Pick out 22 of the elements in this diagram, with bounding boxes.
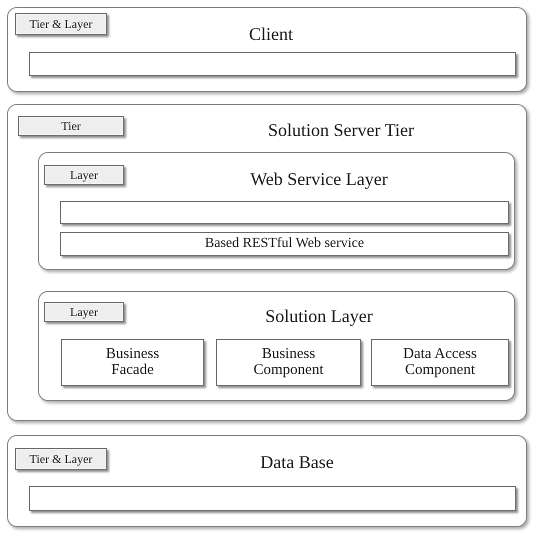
panel-title: Web Service Layer: [250, 169, 388, 190]
panel-title: Solution Server Tier: [268, 120, 414, 141]
panel-title: Data Base: [260, 452, 334, 473]
layer-panel: [38, 152, 515, 270]
tag-label: Tier & Layer: [15, 13, 107, 35]
component-box: Business Facade: [61, 339, 204, 386]
layer-panel: [38, 291, 515, 401]
tag-label: Layer: [44, 165, 124, 185]
bar-box: [29, 486, 516, 511]
panel-title: Client: [249, 24, 293, 45]
tag-label: Layer: [44, 302, 124, 322]
layer-panel: [7, 435, 527, 527]
bar-box: Based RESTful Web service: [60, 232, 509, 256]
bar-box: [60, 201, 509, 224]
tag-label: Tier & Layer: [15, 448, 107, 470]
component-box: Data Access Component: [371, 339, 509, 386]
tag-label: Tier: [18, 116, 124, 136]
panel-title: Solution Layer: [265, 306, 373, 327]
layer-panel: [7, 104, 527, 421]
bar-box: [29, 52, 516, 76]
component-box: Business Component: [216, 339, 361, 386]
layer-panel: [7, 7, 527, 92]
